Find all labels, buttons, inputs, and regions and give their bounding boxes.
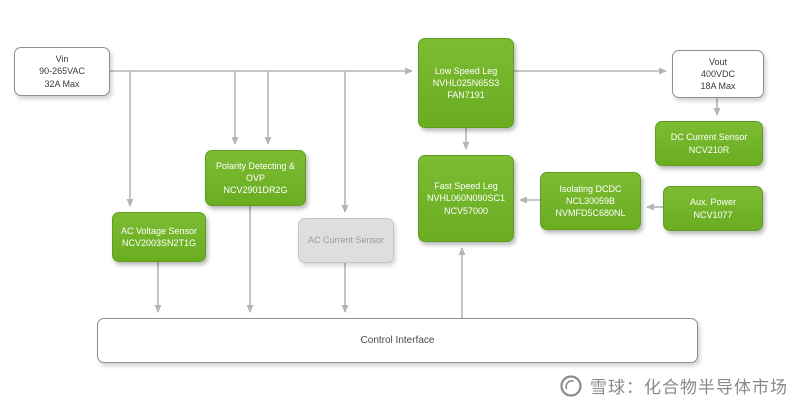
watermark: 雪球：化合物半导体市场 [559, 373, 788, 398]
watermark-text: 雪球：化合物半导体市场 [590, 378, 788, 397]
node-ac-voltage-sensor: AC Voltage Sensor NCV2003SN2T1G [112, 212, 206, 262]
node-dc-current-sensor: DC Current Sensor NCV210R [655, 121, 763, 166]
xueqiu-logo-icon [560, 374, 582, 397]
node-aux-title: Aux. Power [689, 197, 737, 208]
node-vin: Vin 90-265VAC 32A Max [14, 47, 110, 96]
node-pol-part: NCV2901DR2G [223, 185, 288, 196]
node-dcdc-part2: NVMFD5C680NL [555, 208, 626, 219]
node-pol-title1: Polarity Detecting & [215, 160, 296, 171]
node-polarity-detecting-ovp: Polarity Detecting & OVP NCV2901DR2G [205, 150, 306, 206]
node-vout: Vout 400VDC 18A Max [672, 50, 764, 98]
node-fsl-part1: NVHL060N090SC1 [426, 193, 506, 204]
node-lsl-part2: FAN7191 [447, 90, 485, 101]
node-vin-title: Vin [55, 54, 69, 65]
node-vin-line3: 32A Max [44, 78, 80, 89]
node-isolating-dcdc: Isolating DCDC NCL30059B NVMFD5C680NL [540, 172, 641, 230]
node-aux-part: NCV1077 [693, 209, 733, 220]
node-avs-part: NCV2003SN2T1G [121, 238, 197, 248]
node-avs-title: AC Voltage Sensor [120, 225, 198, 236]
node-vin-line2: 90-265VAC [39, 66, 85, 77]
node-fsl-title: Fast Speed Leg [434, 181, 498, 192]
node-control-interface: Control Interface [97, 318, 698, 363]
node-dcdc-title: Isolating DCDC [559, 183, 622, 194]
node-vout-title: Vout [708, 56, 728, 67]
node-low-speed-leg: Low Speed Leg NVHL025N65S3 FAN7191 [418, 38, 514, 128]
node-vout-line3: 18A Max [700, 81, 736, 92]
node-dcdc-part1: NCL30059B [565, 195, 616, 206]
node-pol-title2: OVP [245, 172, 265, 183]
node-lsl-title: Low Speed Leg [434, 65, 498, 76]
node-lsl-part1: NVHL025N65S3 [432, 77, 500, 88]
node-ac-current-sensor: AC Current Sensor [298, 218, 394, 263]
node-dcs-title: DC Current Sensor [670, 132, 748, 143]
node-aux-power: Aux. Power NCV1077 [663, 186, 763, 231]
node-acs-title: AC Current Sensor [307, 235, 385, 246]
node-ctrl-title: Control Interface [360, 334, 435, 346]
node-fsl-part2: NCV57000 [443, 205, 489, 216]
node-dcs-part: NCV210R [688, 144, 730, 155]
node-fast-speed-leg: Fast Speed Leg NVHL060N090SC1 NCV57000 [418, 155, 514, 242]
node-vout-line2: 400VDC [700, 68, 736, 79]
